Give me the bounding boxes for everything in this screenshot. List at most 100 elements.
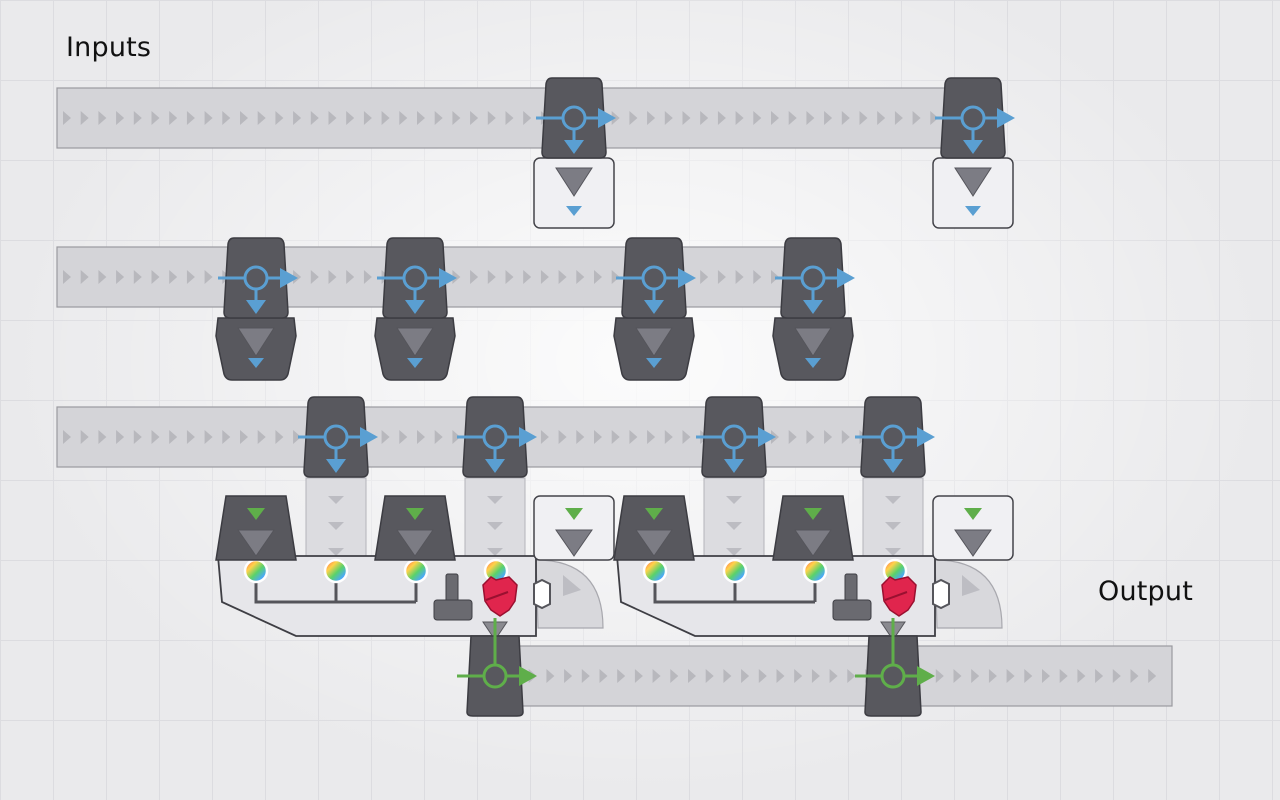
belt-arrow-icon [788, 430, 797, 444]
hexagon-icon [932, 578, 950, 610]
merge-funnel-icon [635, 327, 673, 357]
feed-column-surface [862, 477, 924, 561]
belt-arrow-icon [811, 669, 820, 683]
belt-arrow-icon [186, 430, 195, 444]
output-label: Output [1098, 576, 1193, 607]
splitter-body [223, 237, 289, 319]
splitter-icon [775, 265, 855, 314]
output-merger-body [864, 635, 922, 717]
belt-arrow-icon [717, 270, 726, 284]
belt-arrow-icon [116, 430, 125, 444]
belt-arrow-icon [363, 270, 372, 284]
feed-column [862, 477, 924, 561]
belt-arrow-icon [726, 496, 742, 504]
rainbow-paint-icon [323, 558, 349, 584]
belt-arrow-icon [328, 496, 344, 504]
belt-arrow-icon [116, 111, 125, 125]
belt-arrow-icon [470, 270, 479, 284]
belt-arrow-icon [222, 430, 231, 444]
output-merger-machine[interactable] [855, 618, 935, 717]
belt-arrow-icon [885, 548, 901, 556]
belt-arrow-icon [682, 111, 691, 125]
belt-arrow-icon [310, 270, 319, 284]
merge-funnel-icon [954, 529, 992, 557]
belt-arrow-icon [328, 111, 337, 125]
color-filter-icon[interactable] [881, 576, 917, 617]
splitter-machine[interactable] [775, 237, 855, 319]
receiver-block-dark [215, 317, 297, 381]
input-belt-1[interactable] [56, 87, 1001, 149]
belt-arrow-icon [452, 270, 461, 284]
belt-arrow-icon [824, 111, 833, 125]
belt-arrow-icon [599, 669, 608, 683]
belt-arrow-icon [417, 430, 425, 444]
belt-arrow-icon [629, 111, 638, 125]
belt-arrow-icon [328, 270, 337, 284]
belt-arrow-icon [505, 111, 514, 125]
output-merger-machine[interactable] [457, 618, 537, 717]
belt-arrow-icon [257, 430, 266, 444]
belt-arrow-icon [664, 430, 673, 444]
merger-cap-dark[interactable] [374, 495, 456, 561]
merger-cap-light[interactable] [533, 495, 615, 561]
splitter-machine[interactable] [536, 77, 616, 159]
belt-arrow-icon [962, 575, 980, 596]
belt-arrow-icon [847, 669, 856, 683]
processor-assembly[interactable] [616, 555, 1003, 641]
output-belt[interactable] [504, 645, 1173, 707]
merger-body [215, 495, 297, 561]
splitter-machine[interactable] [457, 396, 537, 478]
receiver-block-dark [374, 317, 456, 381]
belt-arrow-icon [240, 430, 248, 444]
belt-arrow-icon [753, 270, 762, 284]
receiver-block-dark [772, 317, 854, 381]
merger-cap-dark[interactable] [613, 495, 695, 561]
merge-funnel-icon [396, 529, 434, 557]
belt-arrow-icon [293, 270, 302, 284]
belt-arrow-icon [935, 669, 944, 683]
belt-arrow-icon [682, 430, 691, 444]
splitter-machine[interactable] [935, 77, 1015, 159]
feed-column [305, 477, 367, 561]
belt-arrow-icon [594, 270, 602, 284]
splitter-machine[interactable] [377, 237, 457, 319]
belt-arrow-icon [98, 111, 107, 125]
belt-arrow-icon [776, 669, 785, 683]
belt-arrow-icon [564, 669, 573, 683]
merger-cap-dark[interactable] [215, 495, 297, 561]
belt-arrow-icon [169, 430, 178, 444]
splitter-machine[interactable] [616, 237, 696, 319]
color-filter-icon[interactable] [482, 576, 518, 617]
belt-arrow-icon [629, 430, 638, 444]
merge-funnel-icon [555, 529, 593, 557]
belt-arrow-icon [80, 111, 89, 125]
belt-arrow-icon [806, 111, 815, 125]
merger-cap-light[interactable] [932, 495, 1014, 561]
output-arrow-icon [805, 358, 821, 368]
merger-cap-dark[interactable] [772, 495, 854, 561]
processor-assembly[interactable] [217, 555, 604, 641]
merge-funnel-icon [954, 167, 992, 197]
belt-arrow-icon [735, 270, 744, 284]
belt-arrow-icon [1077, 669, 1086, 683]
belt-arrow-icon [381, 430, 390, 444]
belt-arrow-icon [80, 270, 89, 284]
merger-icon [565, 508, 583, 520]
splitter-machine[interactable] [298, 396, 378, 478]
belt-arrow-icon [700, 270, 709, 284]
belt-arrow-icon [688, 669, 696, 683]
belt-arrow-icon [293, 111, 302, 125]
merge-funnel-icon [794, 327, 832, 357]
splitter-machine[interactable] [696, 396, 776, 478]
belt-arrow-icon [885, 522, 901, 530]
belt-arrow-icon [63, 430, 71, 444]
merger-body [772, 495, 854, 561]
belt-arrow-icon [611, 270, 620, 284]
belt-arrow-icon [151, 430, 160, 444]
splitter-machine[interactable] [218, 237, 298, 319]
splitter-machine[interactable] [855, 396, 935, 478]
rainbow-paint-icon [403, 558, 429, 584]
belt-arrow-icon [758, 669, 767, 683]
belt-arrow-icon [133, 270, 142, 284]
belt-arrow-icon [540, 430, 549, 444]
